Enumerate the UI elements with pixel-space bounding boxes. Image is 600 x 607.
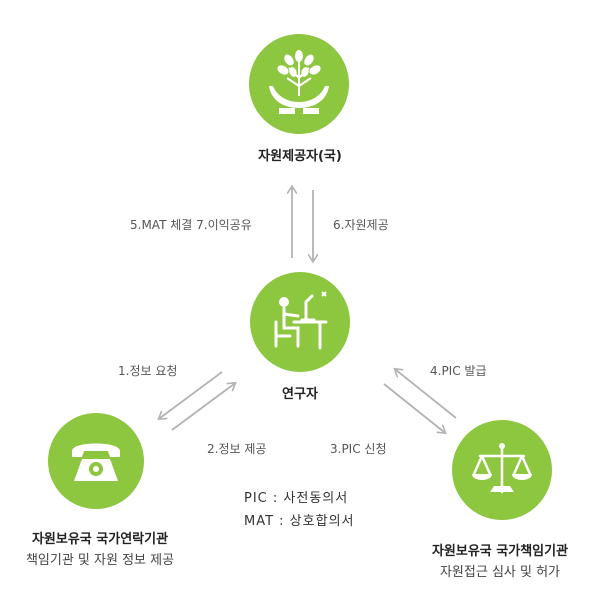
flow-label-resource-supply: 6.자원제공 <box>333 218 389 232</box>
arrow-to-contact <box>160 371 223 418</box>
arrow-to-authority <box>383 383 444 432</box>
contact-title: 자원보유국 국가연락기관 <box>31 532 169 547</box>
plant-hands-icon <box>269 50 329 114</box>
flow-label-info-request: 1.정보 요청 <box>118 364 178 378</box>
legend-mat: MAT : 상호합의서 <box>244 514 355 529</box>
researcher-title: 연구자 <box>282 387 318 402</box>
flow-label-mat-benefit: 5.MAT 체결 7.이익공유 <box>130 218 252 232</box>
arrow-to-researcher-from-authority <box>396 370 457 419</box>
flow-label-info-provide: 2.정보 제공 <box>207 442 267 456</box>
telephone-icon <box>72 443 120 481</box>
legend-pic: PIC : 사전동의서 <box>244 491 349 506</box>
scales-icon <box>472 443 532 494</box>
flow-label-pic-issue: 4.PIC 발급 <box>430 364 487 378</box>
provider-node <box>249 34 349 134</box>
arrow-to-researcher-from-contact <box>171 384 234 431</box>
contact-subtitle: 책임기관 및 자원 정보 제공 <box>25 553 175 568</box>
researcher-node <box>250 272 350 372</box>
provider-title: 자원제공자(국) <box>258 149 342 164</box>
authority-title: 자원보유국 국가책임기관 <box>431 544 569 559</box>
authority-subtitle: 자원접근 심사 및 허가 <box>439 565 561 580</box>
authority-node <box>452 420 552 520</box>
flow-label-pic-apply: 3.PIC 신청 <box>330 442 387 456</box>
contact-node <box>48 413 144 509</box>
researcher-microscope-icon <box>274 291 328 350</box>
